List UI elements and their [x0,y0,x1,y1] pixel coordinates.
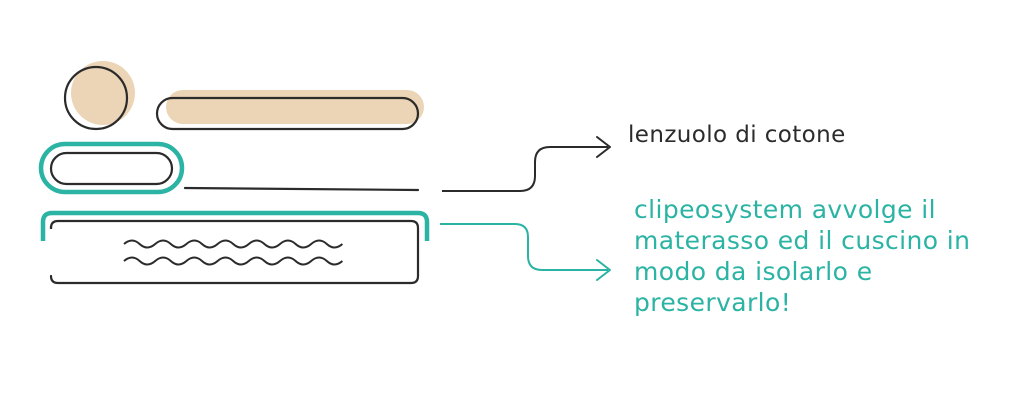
pillow-teal-wrap [38,141,185,195]
pillow-outline-icon [49,151,174,186]
sheet-bar-icon [155,96,420,131]
system-connector-line [440,223,608,271]
arrow-right-icon [596,136,611,158]
arrow-right-icon-teal [596,259,611,281]
sheet-connector-line [442,146,608,192]
pillow-circle-icon [63,65,129,131]
sheet-line [183,186,420,192]
sheet-label: lenzuolo di cotone [628,122,846,148]
mattress-icon [49,219,420,285]
beige-sheet-bar [166,90,424,124]
mattress-teal-wrap [40,210,430,241]
clipeosystem-description: clipeosystem avvolge il materasso ed il … [634,195,971,317]
wave-lines-icon [123,239,344,249]
wave-lines-icon-lower [123,256,344,266]
